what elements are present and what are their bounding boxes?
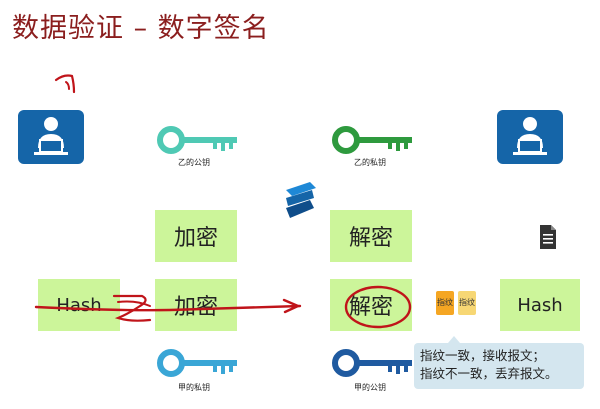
- fingerprint-chip-2: 指纹: [458, 291, 476, 315]
- logo-icon: [286, 182, 316, 218]
- key-label-top-right: 乙的私钥: [354, 158, 386, 167]
- key-icon: [157, 349, 237, 377]
- fingerprint-chip-label: 指纹: [459, 298, 475, 307]
- receiver-user-tile: [497, 110, 563, 164]
- encrypt-box-bottom: 加密: [155, 279, 237, 331]
- key-label-bottom-right: 甲的公钥: [354, 383, 386, 392]
- encrypt-box-top: 加密: [155, 210, 237, 262]
- fingerprint-chip-1: 指纹: [436, 291, 454, 315]
- document-icon: [540, 225, 556, 249]
- key-icon: [332, 349, 412, 377]
- decrypt-box-top: 解密: [330, 210, 412, 262]
- tooltip-arrow: [448, 336, 460, 343]
- tooltip-line-2: 指纹不一致，丢弃报文。: [420, 366, 558, 381]
- user-at-laptop-icon: [34, 117, 68, 155]
- hash-box-right: Hash: [500, 279, 580, 331]
- hash-box-left: Hash: [38, 279, 120, 331]
- fingerprint-chip-label: 指纹: [437, 298, 453, 307]
- key-label-top-left: 乙的公钥: [178, 158, 210, 167]
- verification-tooltip: 指纹一致，接收报文； 指纹不一致，丢弃报文。: [414, 336, 584, 389]
- key-icon: [157, 126, 237, 154]
- user-at-laptop-icon: [513, 117, 547, 155]
- key-label-bottom-left: 甲的私钥: [178, 383, 210, 392]
- tooltip-line-1: 指纹一致，接收报文；: [420, 348, 546, 363]
- red-annotation-mark: [54, 74, 76, 94]
- page-title: 数据验证 – 数字签名: [12, 13, 270, 44]
- sender-user-tile: [18, 110, 84, 164]
- key-icon: [332, 126, 412, 154]
